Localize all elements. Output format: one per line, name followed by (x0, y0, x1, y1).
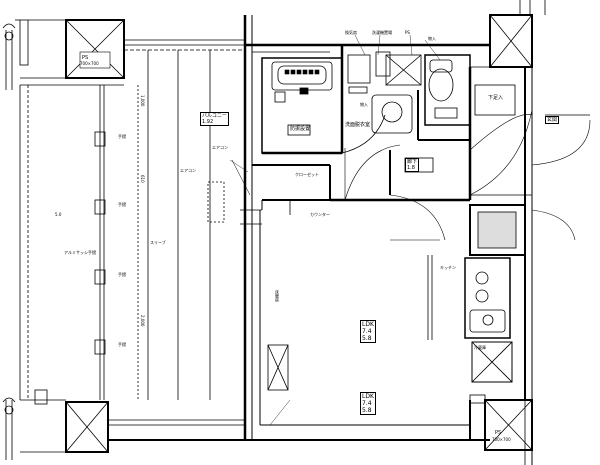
annotation-a8: 冷蔵庫 (474, 345, 486, 350)
dim-d1: 1,000 (140, 95, 145, 107)
annotation-a2: 洗濯機置場 (372, 30, 392, 35)
ps-top-left-size: 700×700 (80, 61, 99, 66)
dim-d3: 2,000 (140, 315, 145, 327)
entrance-label: 玄関 (545, 116, 560, 124)
annotation-a19: 物入 (360, 102, 368, 107)
shoe-closet-label: 下足入 (488, 95, 504, 101)
annotation-a14: スリーブ (150, 240, 166, 245)
bath-label: 防振設置 (290, 126, 311, 132)
ldk2-name: LDK (362, 393, 374, 400)
ldk-area2: 5.8 (362, 335, 372, 342)
ps-bottom-right-size: 700×700 (492, 437, 511, 442)
left-handrail (2, 23, 16, 90)
annotation-a15: カウンター (310, 212, 330, 217)
ps-bottom-right-label: PS (495, 430, 502, 436)
ps-bottom-right (484, 399, 533, 451)
ldk-name: LDK (362, 321, 374, 328)
annotation-a10: キッチン (440, 265, 456, 270)
annotation-a18: クローゼット (295, 172, 319, 177)
ldk2-area1: 7.4 (362, 400, 372, 407)
balcony-left-label: 5.0 (55, 212, 62, 217)
annotation-a12: 手摺 (118, 342, 126, 347)
annotation-a7: エアコン (212, 145, 228, 150)
annotation-a11: 手摺 (118, 272, 126, 277)
ps-bottom-left (65, 401, 109, 453)
hall-area: 1.8 (407, 165, 415, 171)
annotation-a17: 床暖房 (275, 290, 280, 302)
balcony-area: 1.92 (202, 119, 214, 125)
annotation-a3: 手摺 (118, 134, 126, 139)
ldk-area1: 7.4 (362, 328, 372, 335)
balcony-name: バルコニー (202, 113, 227, 119)
hall-name: 廊下 (407, 159, 418, 165)
wash-room-label: 洗面脱衣室 (345, 122, 371, 128)
dim-d2: 610 (140, 175, 145, 183)
washing-machine (371, 94, 413, 134)
annotation-a13: アルミサッシ手摺 (64, 250, 96, 255)
bath-door-arc (344, 144, 401, 201)
annotation-a6: 物入 (428, 36, 436, 41)
ldk2-area2: 5.8 (362, 407, 372, 414)
bathroom (261, 57, 343, 154)
entrance-name: 玄関 (547, 117, 558, 123)
annotation-a4: 手摺 (118, 202, 126, 207)
toilet-area (424, 54, 471, 126)
annotation-a16: エアコン (180, 168, 196, 173)
annotation-a1: 換気扇 (345, 30, 357, 35)
ps-top-left-label: PS (82, 55, 89, 61)
shoe-closet (474, 84, 516, 116)
storage-box (469, 204, 526, 256)
annotation-a5: PS (405, 30, 410, 35)
fridge (471, 341, 513, 383)
